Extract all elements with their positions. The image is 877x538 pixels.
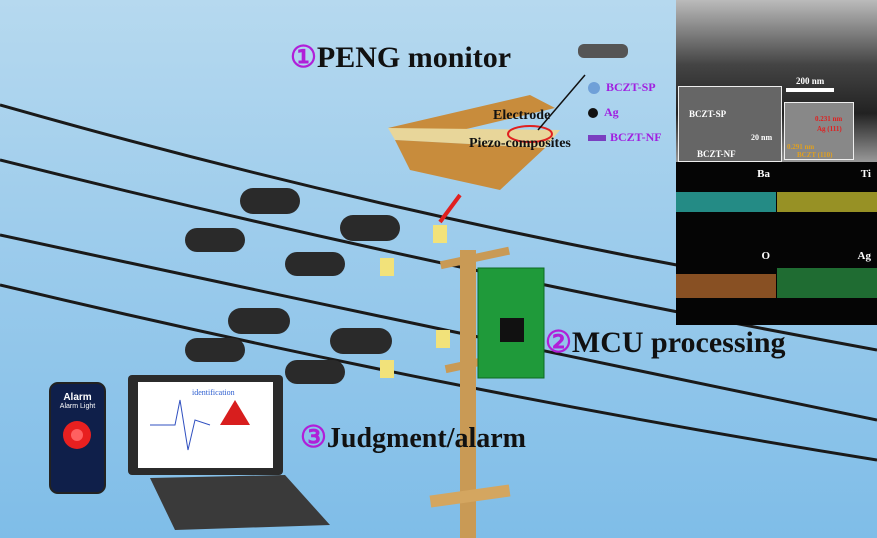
legend: BCZT-SP Ag BCZT-NF [588, 80, 662, 145]
nanofiber-illustration [578, 44, 628, 58]
legend-label: BCZT-SP [606, 80, 656, 94]
eds-map-o: O [676, 246, 776, 323]
electrode-label: Electrode [493, 108, 551, 123]
black-sphere-icon [588, 107, 598, 118]
step-judgment-alarm: ③Judgment/alarm [300, 420, 526, 455]
step-number: ② [545, 326, 572, 359]
legend-label: Ag [604, 105, 619, 119]
inset-sp-label: BCZT-SP [689, 109, 727, 119]
step-label: MCU processing [571, 326, 786, 359]
laptop-screen-text: identification [192, 388, 235, 397]
element-label: Ba [757, 168, 770, 180]
eds-map-ti: Ti [777, 162, 877, 239]
bczt-plane: BCZT (110) [797, 151, 833, 159]
bczt-spacing: 0.291 nm [787, 143, 815, 151]
sphere-icon [588, 81, 600, 94]
element-label: Ag [857, 250, 871, 262]
phone-icon [49, 382, 106, 494]
scale-label: 200 nm [796, 76, 825, 86]
dampers [185, 188, 400, 384]
element-label: Ti [860, 168, 871, 180]
step-number: ③ [300, 421, 327, 454]
legend-item: BCZT-SP [588, 80, 662, 95]
inset-scale-label: 20 nm [751, 133, 773, 142]
ag-spacing: 0.231 nm [815, 115, 843, 123]
red-arrow-icon [438, 193, 462, 224]
laptop-icon [128, 375, 330, 530]
piezo-composites-label: Piezo-composites [469, 136, 571, 151]
sensors [380, 225, 450, 378]
step-number: ① [290, 41, 317, 74]
ag-plane: Ag (111) [817, 125, 842, 133]
scale-bar [786, 88, 834, 92]
phone-screen: Alarm Alarm Light [50, 392, 105, 410]
eds-maps: Ba Ti O Ag [676, 162, 877, 325]
step-label: PENG monitor [316, 41, 512, 74]
inset-nf-label: BCZT-NF [697, 149, 736, 159]
device-layers [388, 95, 560, 190]
element-label: O [761, 250, 770, 262]
eds-map-ag: Ag [777, 246, 877, 323]
legend-item: BCZT-NF [588, 130, 662, 145]
step-peng-monitor: ①PENG monitor [290, 40, 511, 75]
step-mcu-processing: ②MCU processing [545, 325, 786, 360]
tem-inset: BCZT-SP BCZT-NF 20 nm [678, 86, 782, 162]
legend-item: Ag [588, 105, 662, 120]
legend-label: BCZT-NF [610, 130, 662, 144]
phone-title: Alarm [63, 392, 92, 403]
utility-pole [429, 246, 511, 538]
tem-image: 200 nm BCZT-SP BCZT-NF 20 nm 0.231 nm Ag… [676, 0, 877, 162]
nanofiber-icon [588, 134, 606, 141]
eds-map-ba: Ba [676, 162, 776, 239]
step-label: Judgment/alarm [326, 423, 527, 454]
hrtem-inset: 0.231 nm Ag (111) 0.291 nm BCZT (110) [784, 102, 854, 160]
phone-subtitle: Alarm Light [59, 403, 96, 410]
